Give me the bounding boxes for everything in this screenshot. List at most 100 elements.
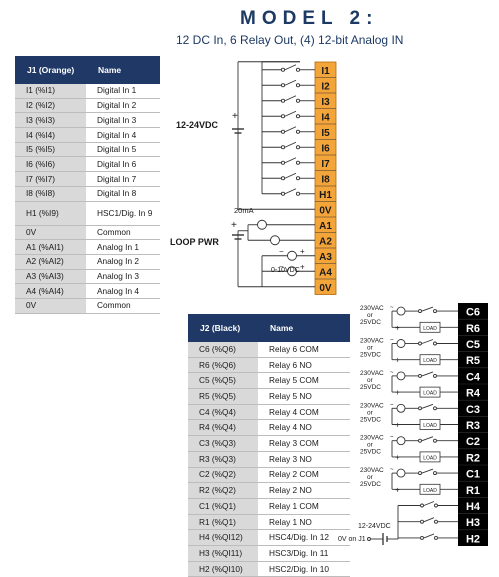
switch-contact [434,519,438,524]
pin-cell: I6 (%I6) [15,156,86,173]
pin-cell: C6 (%Q6) [188,342,258,358]
pin-cell: I1 (%I1) [15,84,86,99]
relay-contact [433,309,437,314]
black-terminal-label: C2 [466,436,480,448]
table-row: A2 (%AI2)Analog In 2 [15,254,160,270]
name-cell: Digital In 5 [86,142,160,158]
relay-voltage-label: 25VDC [360,352,381,359]
switch-lever [284,95,297,102]
relay-contact [418,406,422,411]
name-cell: Digital In 1 [86,84,160,99]
switch-contact [420,535,424,540]
ac-source [396,339,406,348]
switch-contact [420,503,424,508]
name-cell: Digital In 3 [86,112,160,129]
table-row: C1 (%Q1)Relay 1 COM [188,498,350,515]
pin-cell: I8 (%I8) [15,186,86,202]
load-label: LOAD [423,391,437,397]
minus-sign: − [279,247,284,256]
plus-sign: + [395,453,400,462]
switch-lever [423,501,435,506]
orange-terminal-label: 0V [319,283,332,294]
ac-symbol: ~ [390,467,394,473]
black-terminal-label: H4 [466,501,481,513]
pin-cell: R6 (%Q6) [188,357,258,374]
name-cell: HSC3/Dig. In 11 [258,545,350,562]
minus-sign: − [279,262,284,271]
orange-terminal-label: A1 [319,221,332,232]
name-cell: Relay 5 COM [258,372,350,390]
switch-contact [280,145,286,150]
switch-lever [284,64,297,71]
relay-voltage-label: 230VAC [360,467,384,474]
switch-lever [284,110,297,117]
switch-contact [295,114,301,119]
switch-contact [295,129,301,134]
relay-contact [418,341,422,346]
orange-terminal-label: A4 [319,267,332,278]
orange-terminal-label: 0V [319,205,332,216]
relay-voltage-label: 25VDC [360,384,381,391]
plus-sign: + [232,111,238,122]
black-terminal-block [458,303,488,546]
pin-cell: R4 (%Q4) [188,419,258,437]
table-row: A1 (%AI1)Analog In 1 [15,239,160,255]
j1-header-pin: J1 (Orange) [15,56,86,84]
pin-cell: H4 (%QI12) [188,529,258,546]
switch-contact [295,160,301,165]
switch-contact [295,83,301,88]
relay-voltage-or: or [367,345,374,352]
orange-terminal-label: I7 [321,159,330,170]
j2-header-pin: J2 (Black) [188,314,258,342]
relay-contact [418,471,422,476]
relay-contact [433,471,437,476]
black-terminal-label: C4 [466,371,481,383]
table-row: I7 (%I7)Digital In 7 [15,171,160,187]
name-cell: HSC2/Dig. In 10 [258,561,350,577]
j1-header-row: J1 (Orange) Name [15,56,160,84]
table-row: I6 (%I6)Digital In 6 [15,156,160,173]
name-cell: Analog In 3 [86,269,160,285]
name-cell: Common [86,225,160,241]
name-cell: Analog In 1 [86,239,160,255]
name-cell: Common [86,298,160,314]
table-row: I8 (%I8)Digital In 8 [15,186,160,202]
orange-terminal-label: I1 [321,66,330,77]
ac-source [396,403,406,413]
relay-lever [421,436,434,442]
name-cell: Relay 2 NO [258,482,350,499]
switch-lever [423,533,435,539]
name-cell: Digital In 8 [86,186,160,202]
table-row: C4 (%Q4)Relay 4 COM [188,404,350,421]
table-row: H1 (%I9)HSC1/Dig. In 9 [15,201,160,226]
supply-voltage-label: 12-24VDC [176,120,219,130]
black-terminal-label: R1 [466,485,480,497]
pin-cell: H1 (%I9) [15,201,86,226]
relay-contact [418,438,422,443]
plus-sign: + [395,323,400,332]
name-cell: Relay 2 COM [258,467,350,484]
switch-contact [280,176,286,181]
orange-terminal-label: H1 [319,190,332,201]
switch-contact [295,67,301,72]
orange-terminal-label: A3 [319,252,332,263]
switch-lever [423,517,435,523]
name-cell: Analog In 2 [86,254,160,270]
table-row: A3 (%AI3)Analog In 3 [15,269,160,285]
orange-terminal-label: I8 [321,174,330,185]
table-row: C3 (%Q3)Relay 3 COM [188,435,350,452]
switch-contact [280,98,286,103]
switch-contact [280,114,286,119]
table-row: R2 (%Q2)Relay 2 NO [188,482,350,499]
table-row: A4 (%AI4)Analog In 4 [15,283,160,299]
pin-cell: I7 (%I7) [15,171,86,187]
pin-cell: I5 (%I5) [15,142,86,158]
relay-voltage-label: 230VAC [360,338,384,345]
relay-voltage-or: or [367,474,374,481]
relay-lever [421,468,434,474]
name-cell: Digital In 6 [86,156,160,173]
switch-contact [420,519,424,524]
pin-cell: A2 (%AI2) [15,254,86,270]
black-terminal-label: C1 [466,469,480,481]
black-terminal-label: C6 [466,307,480,319]
